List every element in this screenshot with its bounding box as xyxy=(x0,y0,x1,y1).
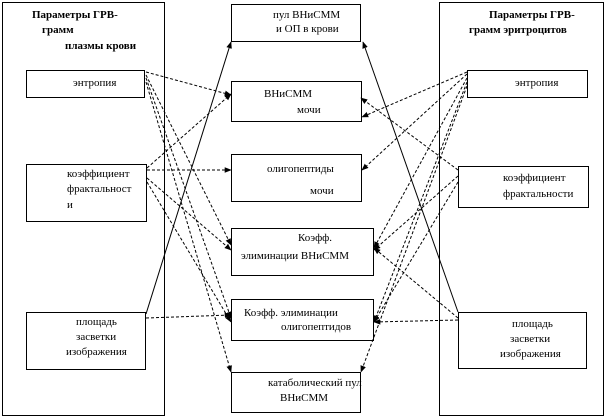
center-elimination-oligo-line-2: олигопептидов xyxy=(281,321,352,333)
arrow-right-area-to-elim-mmm xyxy=(373,247,459,319)
center-pool-blood-box xyxy=(231,4,361,42)
center-pool-blood-line-2: и ОП в крови xyxy=(276,23,339,35)
left-area-box xyxy=(26,312,146,370)
right-entropy-label: энтропия xyxy=(515,77,559,89)
arrow-left-entropy-to-elim-mmm xyxy=(145,74,232,246)
center-catabolic-pool-line-1: катаболический пул xyxy=(268,377,362,389)
right-panel-frame xyxy=(439,2,604,416)
center-oligopeptides-urine-line-2: мочи xyxy=(310,185,334,197)
right-panel-title-line-2: грамм эритроцитов xyxy=(469,24,567,36)
left-fractal-box xyxy=(26,164,147,222)
right-fractal-label-line-1: коэффициент xyxy=(503,172,566,184)
arrow-left-fractal-to-elim-mmm xyxy=(146,177,232,251)
arrow-right-fractal-to-elim-oligo xyxy=(373,181,459,323)
center-urine-mmm-line-2: мочи xyxy=(297,104,321,116)
right-entropy-box xyxy=(467,70,588,98)
center-elimination-mmm-line-1: Коэфф. xyxy=(298,232,333,244)
center-pool-blood-line-1: пул ВНиСММ xyxy=(273,9,341,21)
center-urine-mmm-line-1: ВНиСММ xyxy=(264,88,313,100)
left-fractal-label-line-1: коэффициент xyxy=(67,168,130,180)
left-panel-frame xyxy=(2,2,165,416)
arrow-left-fractal-to-elim-oligo xyxy=(146,181,232,323)
arrow-left-area-to-pool-blood xyxy=(145,41,232,315)
arrow-right-entropy-to-elim-mmm xyxy=(373,77,468,249)
left-panel-title-line-2: грамм xyxy=(42,24,74,36)
left-panel-title-line-1: Параметры ГРВ- xyxy=(32,9,118,21)
arrow-left-area-to-elim-oligo xyxy=(145,312,232,319)
arrow-right-fractal-to-urine-mmm xyxy=(360,97,459,171)
center-catabolic-pool-line-2: ВНиСММ xyxy=(280,392,329,404)
right-fractal-label-line-2: фрактальности xyxy=(503,188,574,200)
arrow-right-area-to-pool-blood xyxy=(362,41,459,313)
left-entropy-box xyxy=(26,70,145,98)
left-entropy-label: энтропия xyxy=(73,77,117,89)
arrow-left-entropy-to-catabolic xyxy=(145,81,232,373)
center-elimination-mmm-line-2: элиминации ВНиСММ xyxy=(241,250,349,262)
left-area-label-line-3: изображения xyxy=(66,346,127,358)
arrow-right-entropy-to-elim-oligo xyxy=(373,81,468,323)
center-catabolic-pool-box xyxy=(231,372,361,413)
right-fractal-box xyxy=(458,166,589,208)
left-area-label-line-2: засветки xyxy=(76,331,117,343)
center-elimination-oligo-line-1: Коэфф. элиминации xyxy=(244,307,338,319)
center-oligopeptides-urine-line-1: олигопептиды xyxy=(267,163,334,175)
left-fractal-label-line-2: фрактальност xyxy=(67,183,132,195)
arrow-right-entropy-to-oligo-urine xyxy=(361,73,468,171)
arrow-right-entropy-to-urine-mmm xyxy=(361,71,468,118)
left-area-label-line-1: площадь xyxy=(76,316,117,328)
arrow-left-entropy-to-elim-oligo xyxy=(145,77,232,319)
arrow-left-fractal-to-urine-mmm xyxy=(146,93,232,169)
right-area-label-line-1: площадь xyxy=(512,318,553,330)
right-area-box xyxy=(458,312,587,369)
arrow-right-area-to-elim-oligo xyxy=(373,319,459,325)
arrow-right-entropy-to-catabolic xyxy=(360,85,468,373)
right-area-label-line-3: изображения xyxy=(500,348,561,360)
right-panel-title-line-1: Параметры ГРВ- xyxy=(489,9,575,21)
left-panel-title-line-3: плазмы крови xyxy=(65,40,137,52)
left-fractal-label-line-3: и xyxy=(67,199,73,211)
arrow-right-fractal-to-elim-mmm xyxy=(373,175,459,251)
center-oligopeptides-urine-box xyxy=(231,154,362,202)
right-area-label-line-2: засветки xyxy=(510,333,551,345)
